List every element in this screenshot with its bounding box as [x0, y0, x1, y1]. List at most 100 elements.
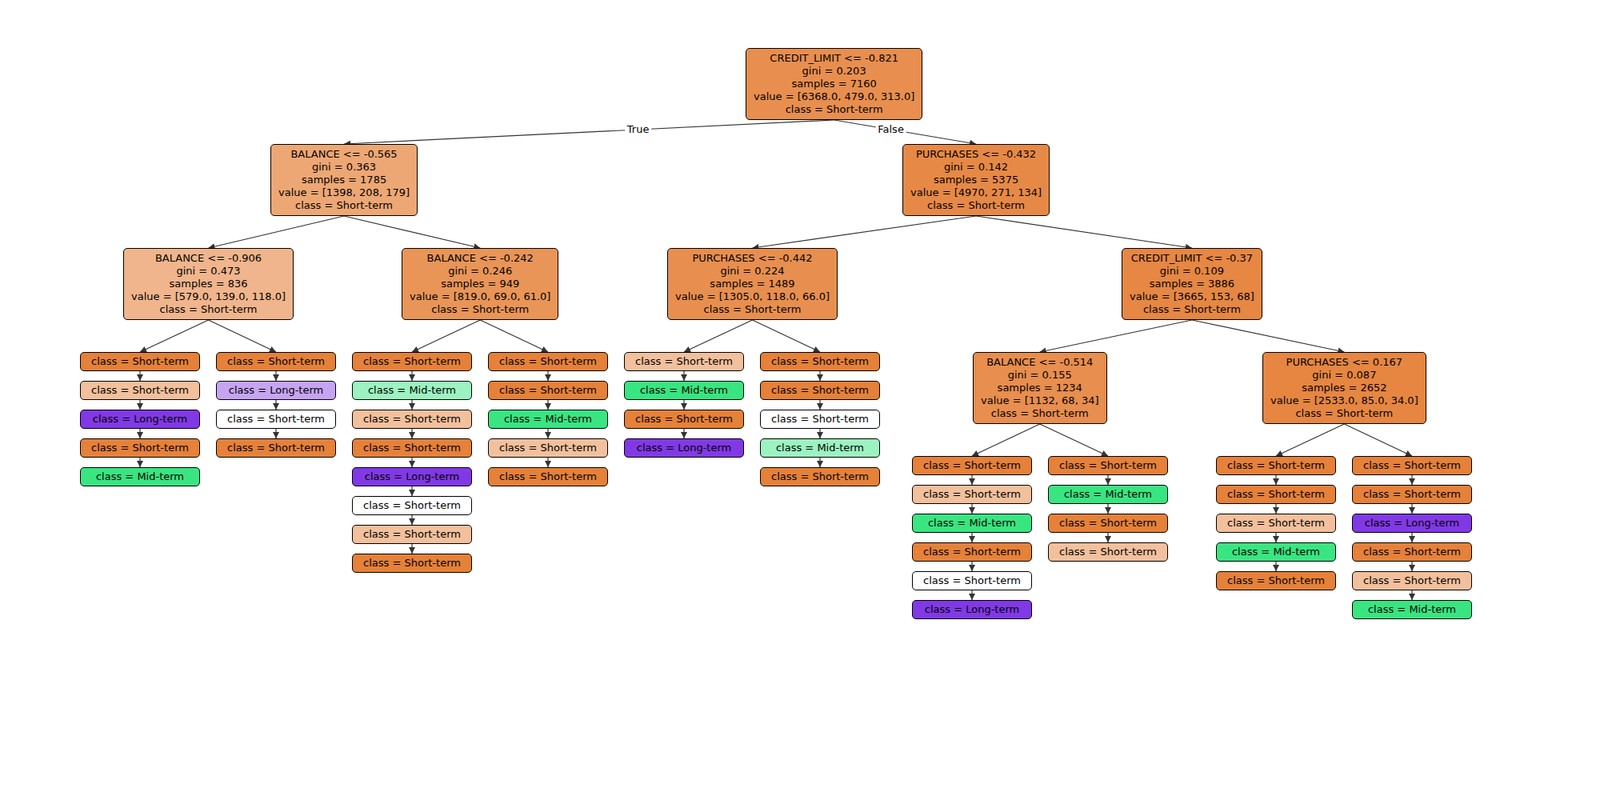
- leaf-node: class = Long-term: [80, 409, 200, 429]
- node-text: class = Short-term: [1223, 459, 1329, 472]
- leaf-node: class = Short-term: [1216, 456, 1336, 476]
- tree-branch: [1107, 475, 1108, 485]
- leaf-node: class = Short-term: [760, 352, 880, 372]
- leaf-node: class = Short-term: [352, 496, 472, 516]
- node-text: class = Short-term: [359, 355, 465, 368]
- leaf-node: class = Short-term: [352, 524, 472, 544]
- leaf-node: class = Short-term: [624, 409, 744, 429]
- node-text: class = Short-term: [87, 384, 193, 397]
- leaf-node: class = Short-term: [912, 456, 1032, 476]
- node-text: class = Long-term: [359, 470, 465, 484]
- tree-branch: [547, 371, 548, 381]
- node-text: class = Short-term: [631, 355, 737, 368]
- node-text: class = Short-term: [753, 103, 915, 116]
- node-text: class = Short-term: [359, 412, 465, 426]
- tree-branch: [411, 515, 412, 525]
- leaf-node: class = Short-term: [1352, 456, 1472, 476]
- node-text: class = Short-term: [1055, 459, 1161, 472]
- tree-branch: [412, 320, 480, 352]
- node-text: class = Short-term: [919, 488, 1025, 501]
- node-text: class = Short-term: [1223, 574, 1329, 588]
- tree-branch: [411, 428, 412, 439]
- node-text: value = [579.0, 139.0, 118.0]: [131, 290, 286, 304]
- node-text: samples = 3886: [1129, 277, 1255, 291]
- node-text: class = Short-term: [1270, 407, 1419, 420]
- leaf-node: class = Short-term: [912, 542, 1032, 562]
- leaf-node: class = Short-term: [488, 467, 608, 487]
- tree-branch: [139, 400, 140, 410]
- node-text: class = Short-term: [359, 528, 465, 541]
- tree-branch: [1411, 561, 1412, 572]
- tree-branch: [971, 475, 972, 485]
- split-node: PURCHASES <= -0.432gini = 0.142samples =…: [902, 144, 1050, 216]
- node-text: value = [1132, 68, 34]: [980, 394, 1100, 408]
- leaf-node: class = Short-term: [216, 438, 336, 458]
- node-text: BALANCE <= -0.242: [409, 252, 551, 265]
- node-text: class = Short-term: [87, 441, 193, 455]
- node-text: class = Long-term: [919, 603, 1025, 616]
- node-text: gini = 0.142: [910, 160, 1042, 174]
- node-text: gini = 0.203: [753, 64, 915, 78]
- leaf-node: class = Mid-term: [1352, 600, 1472, 620]
- node-text: samples = 1785: [278, 173, 410, 187]
- tree-branch: [139, 428, 140, 439]
- split-node: CREDIT_LIMIT <= -0.37gini = 0.109samples…: [1121, 248, 1263, 320]
- tree-branch: [1275, 504, 1276, 514]
- tree-branch: [411, 544, 412, 554]
- node-text: gini = 0.246: [409, 264, 551, 278]
- leaf-node: class = Short-term: [352, 409, 472, 429]
- node-text: class = Short-term: [495, 470, 601, 484]
- node-text: samples = 949: [409, 277, 551, 291]
- leaf-node: class = Short-term: [216, 352, 336, 372]
- node-text: class = Short-term: [767, 412, 873, 426]
- leaf-node: class = Short-term: [1352, 484, 1472, 504]
- node-text: class = Short-term: [910, 199, 1042, 212]
- node-text: gini = 0.109: [1129, 264, 1255, 278]
- leaf-node: class = Short-term: [624, 352, 744, 372]
- tree-branch: [547, 457, 548, 468]
- node-text: BALANCE <= -0.906: [131, 252, 286, 265]
- node-text: gini = 0.473: [131, 264, 286, 278]
- leaf-node: class = Long-term: [912, 600, 1032, 620]
- split-node: PURCHASES <= -0.442gini = 0.224samples =…: [667, 248, 838, 320]
- split-node: PURCHASES <= 0.167gini = 0.087samples = …: [1262, 352, 1427, 424]
- node-text: class = Mid-term: [1223, 545, 1329, 559]
- tree-branch: [275, 428, 276, 439]
- tree-branch: [684, 320, 753, 352]
- node-text: class = Short-term: [980, 407, 1100, 420]
- leaf-node: class = Short-term: [760, 467, 880, 487]
- tree-branch: [1040, 320, 1192, 352]
- tree-branch: [275, 400, 276, 410]
- node-text: class = Short-term: [223, 441, 329, 455]
- node-text: CREDIT_LIMIT <= -0.821: [753, 52, 915, 65]
- leaf-node: class = Short-term: [80, 438, 200, 458]
- tree-branch: [819, 457, 820, 468]
- node-text: class = Short-term: [1359, 459, 1465, 472]
- leaf-node: class = Short-term: [1216, 484, 1336, 504]
- node-text: value = [6368.0, 479.0, 313.0]: [753, 90, 915, 104]
- tree-branch: [834, 120, 976, 144]
- node-text: class = Short-term: [919, 545, 1025, 559]
- node-text: BALANCE <= -0.565: [278, 148, 410, 161]
- split-node: BALANCE <= -0.514gini = 0.155samples = 1…: [972, 352, 1108, 424]
- node-text: class = Short-term: [1359, 488, 1465, 501]
- node-text: class = Mid-term: [767, 441, 873, 455]
- tree-branch: [139, 371, 140, 381]
- node-text: class = Short-term: [359, 499, 465, 512]
- leaf-node: class = Short-term: [488, 352, 608, 372]
- leaf-node: class = Short-term: [352, 352, 472, 372]
- leaf-node: class = Short-term: [912, 571, 1032, 591]
- leaf-node: class = Short-term: [1352, 542, 1472, 562]
- tree-branch: [1275, 561, 1276, 572]
- node-text: BALANCE <= -0.514: [980, 356, 1100, 369]
- tree-branch: [411, 486, 412, 496]
- node-text: class = Short-term: [1055, 545, 1161, 559]
- leaf-node: class = Mid-term: [1216, 542, 1336, 562]
- tree-branch: [1275, 532, 1276, 543]
- tree-branch: [1411, 532, 1412, 543]
- tree-branch: [1275, 475, 1276, 485]
- tree-branch: [1192, 320, 1344, 352]
- leaf-node: class = Mid-term: [760, 438, 880, 458]
- node-text: class = Short-term: [359, 556, 465, 570]
